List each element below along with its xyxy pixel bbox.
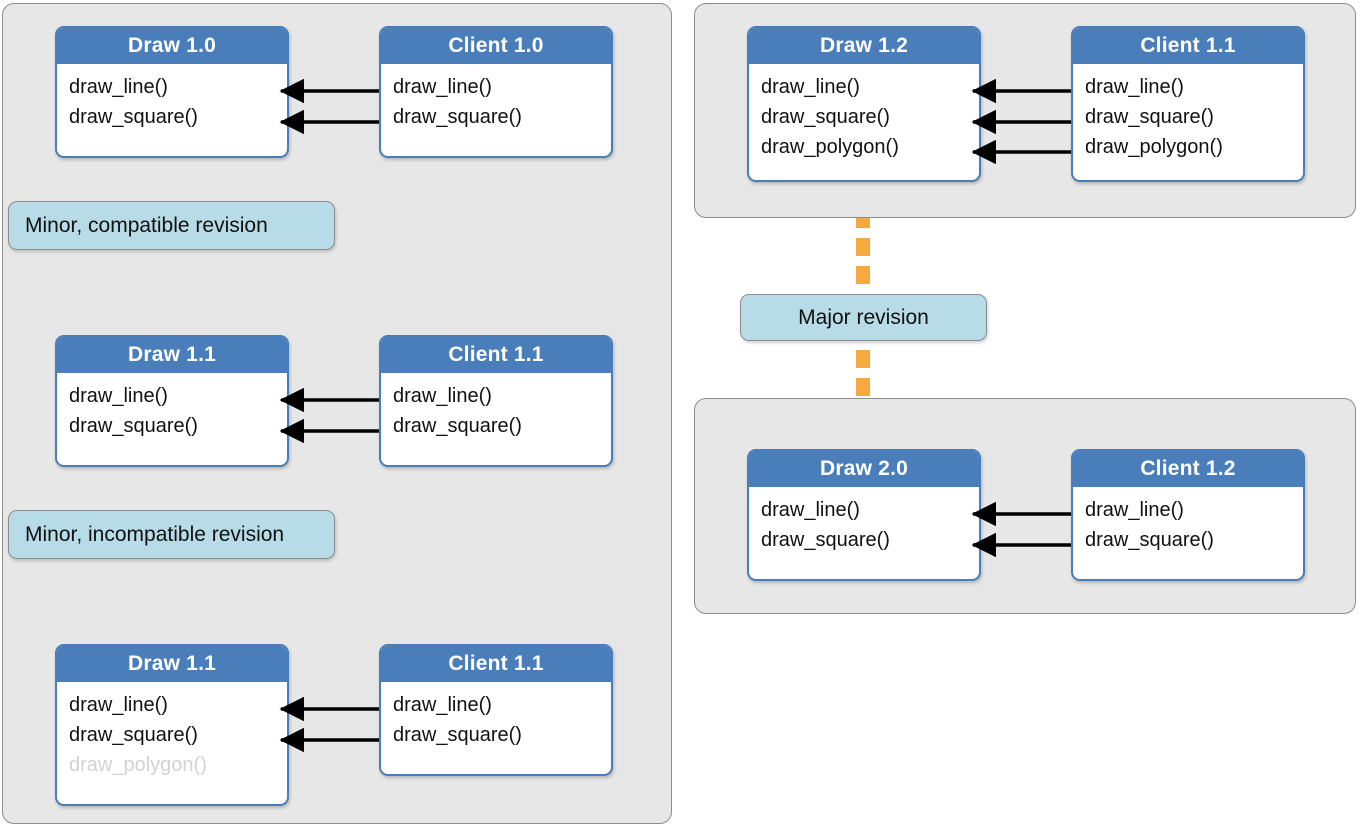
- client-method-list: draw_line() draw_square(): [1073, 487, 1303, 563]
- client-box-title: Client 1.2: [1073, 451, 1303, 487]
- transition-label-text: Minor, compatible revision: [25, 213, 268, 237]
- library-method-list: draw_line() draw_square(): [57, 64, 287, 140]
- client-method: draw_square(): [393, 415, 522, 437]
- library-box-title: Draw 1.2: [749, 28, 979, 64]
- client-method-list: draw_line() draw_square(): [381, 64, 611, 140]
- library-method-unavailable: draw_polygon(): [69, 754, 207, 776]
- library-box-title: Draw 1.1: [57, 646, 287, 682]
- library-method-list: draw_line() draw_square() draw_polygon(): [57, 682, 287, 788]
- library-box-draw-2-0[interactable]: Draw 2.0 draw_line() draw_square(): [747, 449, 981, 581]
- client-box-client-1-1-c[interactable]: Client 1.1 draw_line() draw_square() dra…: [1071, 26, 1305, 182]
- library-method: draw_square(): [69, 106, 198, 128]
- library-box-draw-1-0[interactable]: Draw 1.0 draw_line() draw_square(): [55, 26, 289, 158]
- client-box-client-1-2[interactable]: Client 1.2 draw_line() draw_square(): [1071, 449, 1305, 581]
- library-method-list: draw_line() draw_square(): [57, 373, 287, 449]
- client-box-client-1-0[interactable]: Client 1.0 draw_line() draw_square(): [379, 26, 613, 158]
- library-method: draw_line(): [761, 76, 860, 98]
- client-method: draw_line(): [393, 76, 492, 98]
- client-method: draw_square(): [1085, 106, 1214, 128]
- client-method-list: draw_line() draw_square(): [381, 373, 611, 449]
- library-method-list: draw_line() draw_square() draw_polygon(): [749, 64, 979, 170]
- client-method-list: draw_line() draw_square(): [381, 682, 611, 758]
- client-box-client-1-1-a[interactable]: Client 1.1 draw_line() draw_square(): [379, 335, 613, 467]
- library-box-draw-1-1-b[interactable]: Draw 1.1 draw_line() draw_square() draw_…: [55, 644, 289, 806]
- library-method: draw_polygon(): [761, 136, 899, 158]
- transition-label-minor-incompatible: Minor, incompatible revision: [8, 510, 335, 559]
- transition-label-text: Major revision: [798, 305, 929, 329]
- library-method: draw_square(): [761, 529, 890, 551]
- client-method: draw_line(): [393, 385, 492, 407]
- library-box-draw-1-1-a[interactable]: Draw 1.1 draw_line() draw_square(): [55, 335, 289, 467]
- client-box-title: Client 1.1: [1073, 28, 1303, 64]
- client-method: draw_square(): [1085, 529, 1214, 551]
- library-method: draw_square(): [761, 106, 890, 128]
- library-box-title: Draw 1.0: [57, 28, 287, 64]
- client-method: draw_square(): [393, 106, 522, 128]
- library-method: draw_line(): [761, 499, 860, 521]
- transition-label-major-revision: Major revision: [740, 294, 987, 341]
- library-method: draw_line(): [69, 694, 168, 716]
- library-box-title: Draw 2.0: [749, 451, 979, 487]
- transition-label-minor-compatible: Minor, compatible revision: [8, 201, 335, 250]
- client-box-title: Client 1.0: [381, 28, 611, 64]
- client-method: draw_polygon(): [1085, 136, 1223, 158]
- library-method: draw_square(): [69, 415, 198, 437]
- library-method: draw_line(): [69, 385, 168, 407]
- client-method: draw_line(): [393, 694, 492, 716]
- client-box-title: Client 1.1: [381, 337, 611, 373]
- client-method: draw_line(): [1085, 499, 1184, 521]
- library-box-draw-1-2[interactable]: Draw 1.2 draw_line() draw_square() draw_…: [747, 26, 981, 182]
- library-box-title: Draw 1.1: [57, 337, 287, 373]
- library-method-list: draw_line() draw_square(): [749, 487, 979, 563]
- transition-label-text: Minor, incompatible revision: [25, 522, 285, 546]
- library-method: draw_line(): [69, 76, 168, 98]
- client-box-title: Client 1.1: [381, 646, 611, 682]
- client-box-client-1-1-b[interactable]: Client 1.1 draw_line() draw_square(): [379, 644, 613, 776]
- library-method: draw_square(): [69, 724, 198, 746]
- client-method: draw_square(): [393, 724, 522, 746]
- client-method-list: draw_line() draw_square() draw_polygon(): [1073, 64, 1303, 170]
- client-method: draw_line(): [1085, 76, 1184, 98]
